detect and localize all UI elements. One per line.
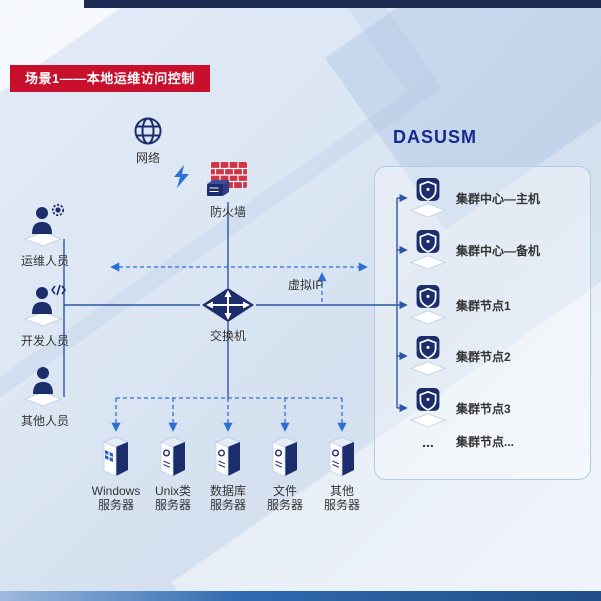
- firewall-label: 防火墙: [209, 205, 246, 219]
- switch-node: 交换机: [193, 286, 263, 344]
- server-node-other: 其他 服务器: [313, 436, 371, 512]
- dasusm-row-label: 集群节点2: [456, 349, 511, 364]
- tower-server-icon: [271, 436, 299, 477]
- title-banner: 场景1——本地运维访问控制: [10, 65, 210, 92]
- user-node-other: 其他人员: [13, 363, 77, 429]
- user-node-ops: 运维人员: [13, 203, 77, 269]
- server-node-file: 文件 服务器: [256, 436, 314, 512]
- tower-server-icon: [102, 436, 130, 477]
- firewall-node: 防火墙: [196, 160, 260, 220]
- code-badge-icon: [51, 284, 66, 296]
- top-accent-bar: [84, 0, 601, 8]
- dasusm-row: 集群节点1: [408, 282, 511, 328]
- user-label: 其他人员: [20, 414, 69, 428]
- tower-server-icon: [328, 436, 356, 477]
- switch-label: 交换机: [209, 329, 246, 343]
- dasusm-row: 集群节点3: [408, 385, 511, 431]
- dasusm-row-label: 集群节点3: [456, 401, 511, 416]
- ellipsis-label: ...: [422, 433, 434, 450]
- windows-logo-icon: [104, 450, 114, 462]
- server-node-windows: Windows 服务器: [87, 436, 145, 512]
- shield-server-icon: [409, 336, 447, 376]
- server-label-line2: 服务器: [154, 498, 191, 512]
- server-label-line1: 数据库: [209, 484, 246, 498]
- server-label-line1: 文件: [272, 484, 297, 498]
- dasusm-box: [374, 166, 591, 480]
- virtual-ip-label: 虚拟IP: [288, 278, 324, 292]
- tower-server-icon: [214, 436, 242, 477]
- user-node-dev: 开发人员: [13, 283, 77, 349]
- network-node: 网络: [116, 116, 180, 166]
- globe-icon: [134, 117, 162, 145]
- server-label-line2: 服务器: [97, 498, 134, 512]
- server-label-line2: 服务器: [266, 498, 303, 512]
- user-label: 运维人员: [20, 254, 69, 268]
- shield-server-icon: [409, 285, 447, 325]
- gear-badge-icon: [51, 203, 65, 217]
- network-label: 网络: [135, 151, 160, 165]
- person-icon: [23, 284, 66, 327]
- server-node-unix: Unix类 服务器: [144, 436, 202, 512]
- dasusm-row: 集群节点2: [408, 333, 511, 379]
- bottom-accent-bar: [0, 591, 601, 601]
- dasusm-row-label: 集群中心—备机: [456, 243, 541, 258]
- server-label-line2: 服务器: [323, 498, 360, 512]
- dasusm-row-label: 集群节点1: [456, 298, 511, 313]
- server-node-database: 数据库 服务器: [199, 436, 257, 512]
- switch-icon: [202, 288, 254, 322]
- firewall-icon: [207, 162, 247, 196]
- dasusm-more-label: 集群节点...: [456, 435, 515, 449]
- dasusm-more-row: ... 集群节点...: [408, 433, 514, 450]
- shield-server-icon: [409, 178, 447, 218]
- server-label-line1: 其他: [329, 484, 354, 498]
- lightning-icon: [174, 165, 189, 188]
- dasusm-row: 集群中心—备机: [408, 227, 540, 273]
- tower-server-icon: [159, 436, 187, 477]
- user-label: 开发人员: [20, 334, 69, 348]
- server-label-line1: Unix类: [154, 484, 191, 498]
- dasusm-row: 集群中心—主机: [408, 175, 540, 221]
- person-icon: [23, 367, 63, 407]
- person-icon: [23, 203, 65, 247]
- server-label-line2: 服务器: [209, 498, 246, 512]
- dasusm-row-label: 集群中心—主机: [456, 191, 541, 206]
- server-label-line1: Windows: [91, 484, 141, 498]
- dasusm-title: DASUSM: [393, 127, 478, 147]
- shield-server-icon: [409, 388, 447, 428]
- shield-server-icon: [409, 230, 447, 270]
